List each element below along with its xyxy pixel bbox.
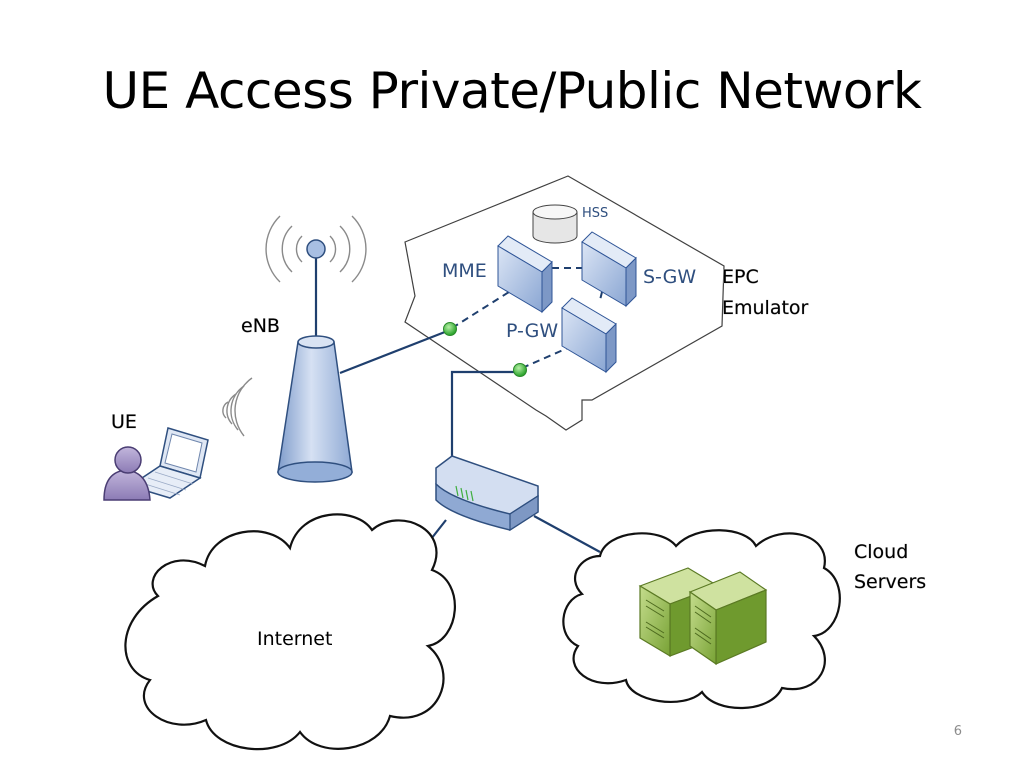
internet-cloud-icon xyxy=(124,513,456,751)
router-epc-connector-dot xyxy=(513,363,527,377)
epc-label-line2: Emulator xyxy=(722,297,809,319)
cloud-label-line1: Cloud xyxy=(854,541,908,563)
slide-title: UE Access Private/Public Network xyxy=(102,62,922,120)
cloud-label-line2: Servers xyxy=(854,571,926,593)
ue-label: UE xyxy=(111,411,137,433)
router-icon xyxy=(435,455,539,532)
server-icon-front xyxy=(688,571,768,666)
enb-epc-connector-dot xyxy=(443,322,457,336)
router-to-cloud-link xyxy=(533,515,601,553)
sgw-server-icon xyxy=(581,231,637,308)
sgw-label: S-GW xyxy=(643,266,696,288)
ue-user-icon xyxy=(103,446,151,501)
hss-label: HSS xyxy=(582,206,608,221)
epc-emulator-frame xyxy=(404,175,725,431)
epc-label-line1: EPC xyxy=(722,266,759,288)
mme-server-icon xyxy=(497,235,553,314)
internet-label: Internet xyxy=(257,628,332,650)
enb-label: eNB xyxy=(241,315,280,337)
pgw-server-icon xyxy=(561,297,617,374)
enb-tower-icon xyxy=(277,335,353,483)
router-to-epc-link xyxy=(450,370,520,458)
page-number: 6 xyxy=(953,724,962,739)
antenna-signal-icon xyxy=(265,215,367,283)
ue-wireless-signal-icon xyxy=(222,377,253,437)
mme-label: MME xyxy=(442,260,487,282)
pgw-label: P-GW xyxy=(506,320,558,342)
hss-database-icon xyxy=(532,204,578,244)
enb-to-epc-link xyxy=(339,328,451,375)
